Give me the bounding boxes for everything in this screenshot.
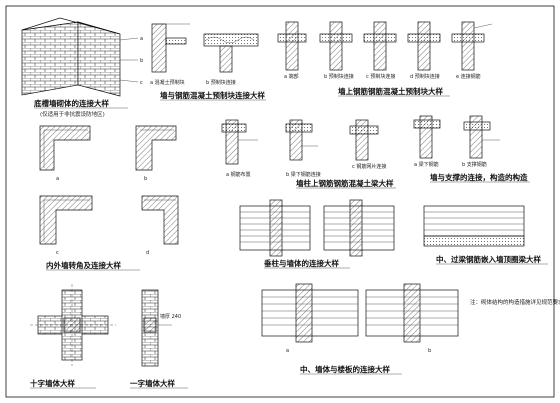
svg-text:a 混凝土预制块: a 混凝土预制块: [150, 79, 185, 86]
caption-mid-right: 墙与支撑的连接，构造的构造: [430, 172, 528, 182]
caption-cross: 十字墙体大样: [30, 378, 75, 388]
caption-mid-center: 墙柱上钢筋钢筋混凝土梁大样: [296, 178, 394, 188]
label-c: c: [140, 80, 143, 86]
sheet-border: [5, 5, 555, 398]
svg-text:a 梁下钢筋: a 梁下钢筋: [414, 161, 439, 168]
caption-brick-iso: 底槽墙砌体的连接大样: [34, 98, 109, 108]
caption-corner: 内外墙转角及连接大样: [46, 260, 121, 270]
caption-bottom-center: 中、墙体与楼板的连接大样: [300, 364, 390, 374]
brick-iso-detail: a b c 底槽墙砌体的连接大样 (仅适用于非抗震设防地区): [21, 17, 143, 118]
svg-text:b 预制块连接: b 预制块连接: [324, 73, 354, 80]
mid-center-details: a 钢筋布置 b 梁下钢筋连接 c 钢筋网片连接 墙柱上钢筋钢筋混凝土梁大样 a…: [221, 115, 530, 189]
svg-text:d 预制块连接: d 预制块连接: [410, 73, 440, 80]
corner-details: a b c d 内外墙转角及连接大样: [39, 125, 179, 271]
svg-text:e 连接钢筋: e 连接钢筋: [456, 73, 481, 80]
caption-brick-iso-sub: (仅适用于非抗震设防地区): [40, 110, 105, 118]
svg-text:b 梁下钢筋连接: b 梁下钢筋连接: [286, 171, 321, 178]
caption-staggered: 垂柱与墙体的连接大样: [264, 258, 339, 268]
svg-text:c: c: [56, 250, 59, 256]
label-b: b: [140, 58, 143, 64]
svg-text:d: d: [146, 250, 149, 256]
side-note: 注：砌体结构的构造措施详见规范要求: [470, 298, 560, 306]
label-a: a: [140, 36, 143, 42]
svg-text:c 预制块连接: c 预制块连接: [366, 73, 395, 80]
svg-text:a: a: [56, 176, 59, 182]
svg-text:a 端部: a 端部: [284, 73, 299, 80]
svg-text:墙厚 240: 墙厚 240: [160, 313, 181, 320]
svg-text:b: b: [428, 348, 431, 354]
single-wall-detail: 墙厚 240 一字墙体大样: [130, 289, 188, 389]
svg-text:a: a: [286, 348, 289, 354]
svg-text:c 钢筋网片连接: c 钢筋网片连接: [352, 163, 386, 170]
caption-band-top-right: 墙上钢筋钢筋混凝土预制块大样: [338, 86, 443, 96]
cross-wall-detail: 十字墙体大样: [30, 284, 116, 389]
caption-beam-right: 中、过梁钢筋嵌入墙顶圈梁大样: [436, 254, 541, 264]
caption-band-top: 墙与钢筋混凝土预制块连接大样: [160, 90, 265, 100]
svg-text:b 预制块连接: b 预制块连接: [206, 79, 236, 86]
slab-connection-details: a b 中、墙体与楼板的连接大样 注：砌体结构的构造措施详见规范要求: [261, 283, 560, 375]
caption-single-wall: 一字墙体大样: [130, 378, 175, 388]
top-band-details: a 混凝土预制块 b 预制块连接 墙与钢筋混凝土预制块连接大样 a 端部 b 预…: [150, 21, 493, 101]
staggered-connection-details: 垂柱与墙体的连接大样 中、过梁钢筋嵌入墙顶圈梁大样: [239, 199, 548, 269]
svg-text:b: b: [144, 176, 147, 182]
svg-text:a 钢筋布置: a 钢筋布置: [226, 171, 251, 178]
svg-text:b 支撑钢筋: b 支撑钢筋: [462, 161, 487, 168]
